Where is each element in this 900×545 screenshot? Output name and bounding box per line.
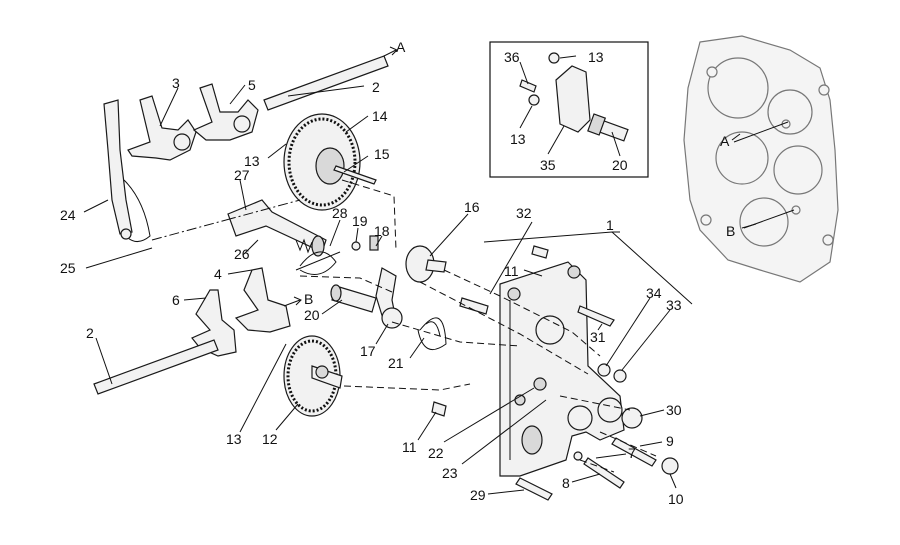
callout-36: 36 bbox=[504, 49, 520, 65]
callout-9: 9 bbox=[666, 433, 674, 449]
callout-7: 7 bbox=[628, 445, 636, 461]
selector-drum-gear-lower bbox=[283, 335, 343, 417]
callout-24: 24 bbox=[60, 207, 76, 223]
callout-19: 19 bbox=[352, 213, 368, 229]
selector-cover-plate bbox=[499, 261, 625, 477]
callout-29: 29 bbox=[470, 487, 486, 503]
assembly-lines bbox=[151, 179, 657, 473]
selector-lever bbox=[103, 99, 151, 242]
callout-26: 26 bbox=[234, 246, 250, 262]
callout-11-b: 11 bbox=[402, 439, 417, 455]
callout-15: 15 bbox=[374, 146, 390, 162]
callout-labels: A 2 3 5 14 13 15 24 27 28 19 18 16 32 1 … bbox=[60, 39, 735, 507]
callout-8: 8 bbox=[562, 475, 570, 491]
callout-33: 33 bbox=[666, 297, 682, 313]
callout-5: 5 bbox=[248, 77, 256, 93]
callout-34: 34 bbox=[646, 285, 662, 301]
callout-25: 25 bbox=[60, 260, 76, 276]
callout-4: 4 bbox=[214, 266, 222, 282]
callout-3: 3 bbox=[172, 75, 180, 91]
callout-30: 30 bbox=[666, 402, 682, 418]
gearbox-housing bbox=[683, 35, 839, 283]
fasteners bbox=[431, 245, 679, 501]
callout-22: 22 bbox=[428, 445, 444, 461]
shift-forks-lower bbox=[191, 267, 302, 357]
detail-inset bbox=[489, 41, 649, 178]
callout-20-inset: 20 bbox=[612, 157, 628, 173]
callout-2-top: 2 bbox=[372, 79, 380, 95]
springs bbox=[295, 251, 447, 351]
callout-2-bot: 2 bbox=[86, 325, 94, 341]
callout-35: 35 bbox=[540, 157, 556, 173]
callout-14: 14 bbox=[372, 108, 388, 124]
callout-11-a: 11 bbox=[504, 263, 519, 279]
callout-1: 1 bbox=[606, 217, 614, 233]
callout-10: 10 bbox=[668, 491, 684, 507]
callout-31: 31 bbox=[590, 329, 606, 345]
selector-drum-gear-upper bbox=[283, 113, 377, 211]
shift-fork-shaft-lower bbox=[93, 339, 219, 395]
selector-pawl-parts bbox=[330, 235, 447, 329]
callout-a-top: A bbox=[396, 39, 406, 55]
shift-fork-shaft-upper bbox=[263, 46, 398, 111]
callout-28: 28 bbox=[332, 205, 348, 221]
callout-6: 6 bbox=[172, 292, 180, 308]
callout-32: 32 bbox=[516, 205, 532, 221]
callout-20-a: 20 bbox=[304, 307, 320, 323]
callout-16: 16 bbox=[464, 199, 480, 215]
callout-13-b: 13 bbox=[226, 431, 242, 447]
callout-17: 17 bbox=[360, 343, 376, 359]
leader-lines bbox=[83, 55, 757, 495]
callout-21: 21 bbox=[388, 355, 404, 371]
callout-b-mid: B bbox=[304, 291, 313, 307]
callout-13-inset-a: 13 bbox=[588, 49, 604, 65]
callout-13-inset-b: 13 bbox=[510, 131, 526, 147]
shift-forks-upper bbox=[127, 83, 259, 161]
callout-a-housing: A bbox=[720, 133, 730, 149]
callout-b-housing: B bbox=[726, 223, 735, 239]
callout-13-a: 13 bbox=[244, 153, 260, 169]
callout-23: 23 bbox=[442, 465, 458, 481]
callout-27: 27 bbox=[234, 167, 250, 183]
callout-18: 18 bbox=[374, 223, 390, 239]
callout-12: 12 bbox=[262, 431, 278, 447]
